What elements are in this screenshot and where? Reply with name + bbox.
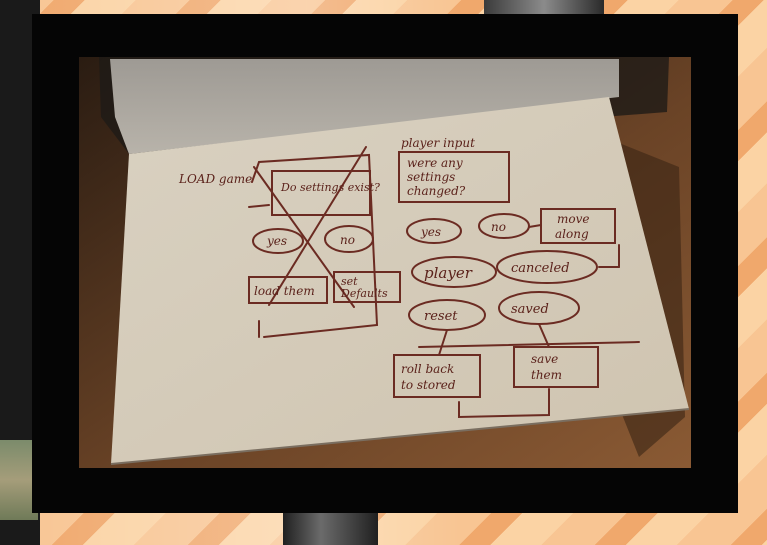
roll-line2: to stored <box>401 378 456 392</box>
notebook-illustration: LOAD game Do settings exist? yes no load… <box>79 57 691 468</box>
right-box-line2: settings <box>407 170 455 184</box>
background-thumbnail-bottom <box>283 513 378 545</box>
left-defaults-label: Defaults <box>340 287 388 300</box>
move-line2: along <box>555 227 589 241</box>
right-no-label: no <box>491 220 506 234</box>
roll-line1: roll back <box>401 362 454 376</box>
background-thumbnail-left <box>0 440 38 520</box>
left-yes-label: yes <box>266 234 287 248</box>
notebook-photo: LOAD game Do settings exist? yes no load… <box>79 57 691 468</box>
left-no-label: no <box>340 233 355 247</box>
reset-label: reset <box>424 309 458 324</box>
player-label: player <box>424 264 473 282</box>
left-load-label: load them <box>254 284 315 298</box>
right-box-line1: were any <box>407 156 463 170</box>
right-yes-label: yes <box>420 225 441 239</box>
right-box-line3: changed? <box>407 184 466 198</box>
canceled-label: canceled <box>511 261 570 276</box>
right-heading: player input <box>401 136 475 150</box>
save-line2: them <box>531 368 562 382</box>
left-set-label: set <box>341 275 358 288</box>
move-line1: move <box>557 212 589 226</box>
save-line1: save <box>531 352 558 366</box>
flipped-page <box>110 59 619 154</box>
left-box-text: Do settings exist? <box>280 181 380 194</box>
left-heading: LOAD game <box>178 172 252 186</box>
saved-label: saved <box>511 302 549 317</box>
background-thumbnail-top <box>484 0 604 14</box>
